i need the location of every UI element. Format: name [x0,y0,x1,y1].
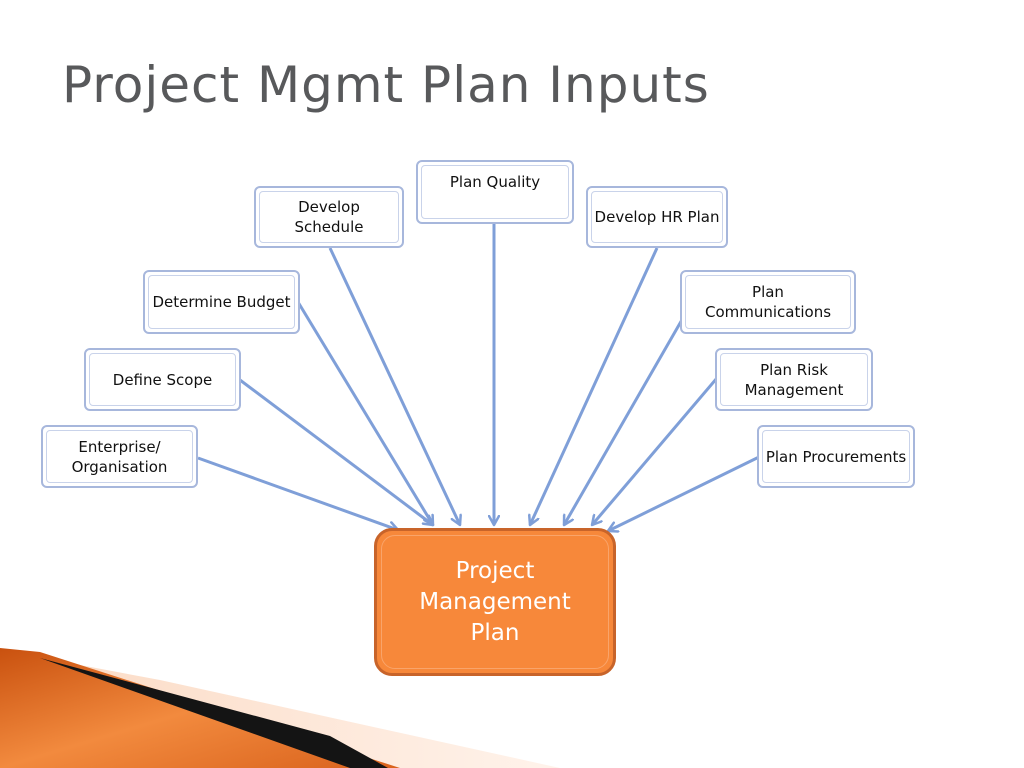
arrow-plan-communications [562,317,685,525]
arrow-plan-risk-management [592,377,719,525]
arrow-develop-hr-plan [530,247,659,525]
node-develop-schedule: Develop Schedule [254,186,404,248]
arrow-develop-schedule [328,247,460,525]
node-define-scope: Define Scope [84,348,241,411]
node-plan-quality: Plan Quality [416,160,574,224]
swoosh-black [40,658,388,768]
node-plan-communications: Plan Communications [680,270,856,334]
node-determine-budget: Determine Budget [143,270,300,334]
node-develop-hr-plan: Develop HR Plan [586,186,728,248]
arrows [197,222,760,531]
node-plan-risk-management: Plan Risk Management [715,348,873,411]
arrow-plan-procurements [608,455,760,531]
center-label: Project Management Plan [419,558,571,646]
node-project-management-plan: Project Management Plan [374,528,616,676]
slide-title: Project Mgmt Plan Inputs [62,56,710,114]
node-plan-procurements: Plan Procurements [757,425,915,488]
arrow-enterprise [197,456,398,530]
node-enterprise: Enterprise/ Organisation [41,425,198,488]
arrow-define-scope [239,378,433,525]
arrow-determine-budget [296,301,435,525]
